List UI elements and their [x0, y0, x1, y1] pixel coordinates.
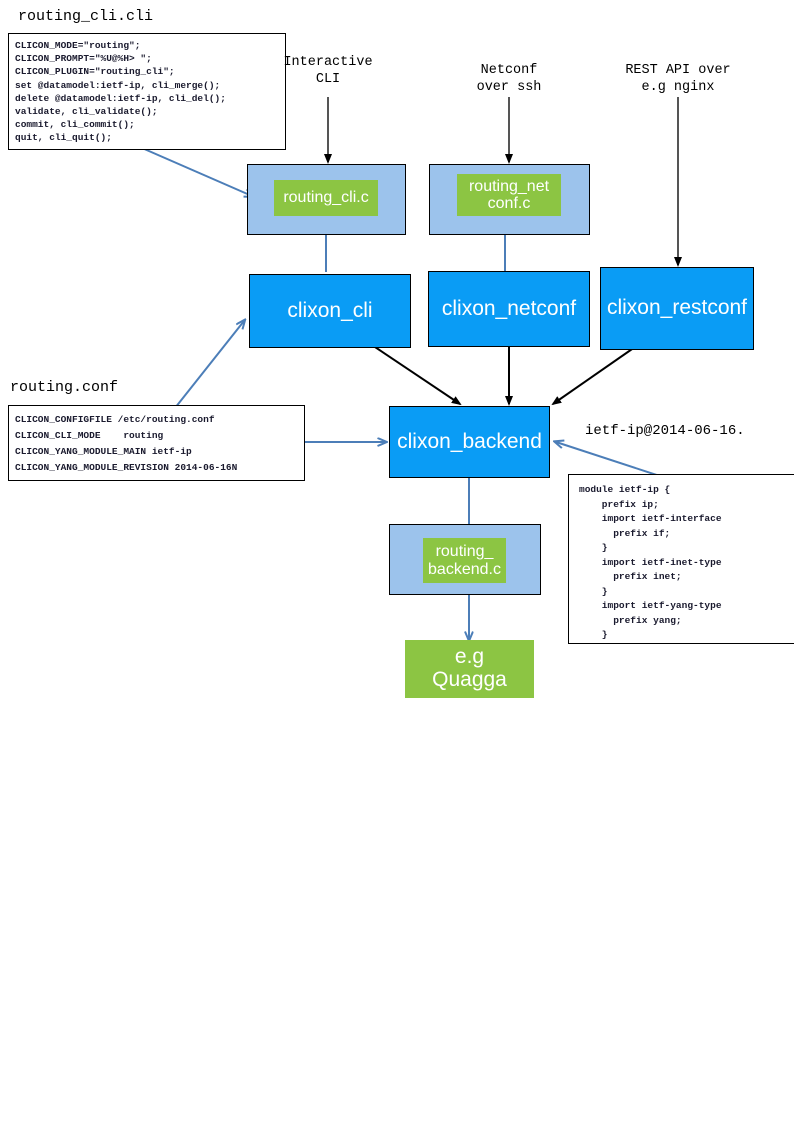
- process-clixon-cli[interactable]: clixon_cli: [249, 274, 411, 348]
- plugin-holder-backend[interactable]: routing_ backend.c: [389, 524, 541, 595]
- caption-routing-conf: routing.conf: [10, 379, 119, 396]
- label-netconf-over-ssh: Netconf over ssh: [476, 63, 542, 95]
- arrow-restconf-to-backend: [551, 346, 636, 406]
- plugin-routing-backend-c[interactable]: routing_ backend.c: [423, 538, 506, 583]
- arrow-conf-to-cli: [174, 321, 244, 409]
- code-yang-module: module ietf-ip { prefix ip; import ietf-…: [568, 474, 794, 644]
- code-routing-conf: CLICON_CONFIGFILE /etc/routing.conf CLIC…: [8, 405, 305, 481]
- code-routing-cli-cli: CLICON_MODE="routing"; CLICON_PROMPT="%U…: [8, 33, 286, 150]
- plugin-routing-cli-c[interactable]: routing_cli.c: [274, 180, 378, 216]
- label-rest-api-over-nginx: REST API over e.g nginx: [625, 63, 731, 95]
- label-interactive-cli: Interactive CLI: [283, 55, 373, 87]
- external-quagga[interactable]: e.g Quagga: [405, 640, 534, 698]
- arrow-cli-to-backend: [374, 346, 462, 406]
- process-clixon-restconf[interactable]: clixon_restconf: [600, 267, 754, 350]
- caption-routing-cli-cli: routing_cli.cli: [18, 8, 154, 25]
- arrow-clifile-to-plugin: [141, 147, 252, 196]
- plugin-holder-netconf[interactable]: routing_net conf.c: [429, 164, 590, 235]
- plugin-holder-cli[interactable]: routing_cli.c: [247, 164, 406, 235]
- caption-yang-file: ietf-ip@2014-06-16.: [585, 423, 745, 439]
- process-clixon-backend[interactable]: clixon_backend: [389, 406, 550, 478]
- plugin-routing-netconf-c[interactable]: routing_net conf.c: [457, 174, 561, 216]
- process-clixon-netconf[interactable]: clixon_netconf: [428, 271, 590, 347]
